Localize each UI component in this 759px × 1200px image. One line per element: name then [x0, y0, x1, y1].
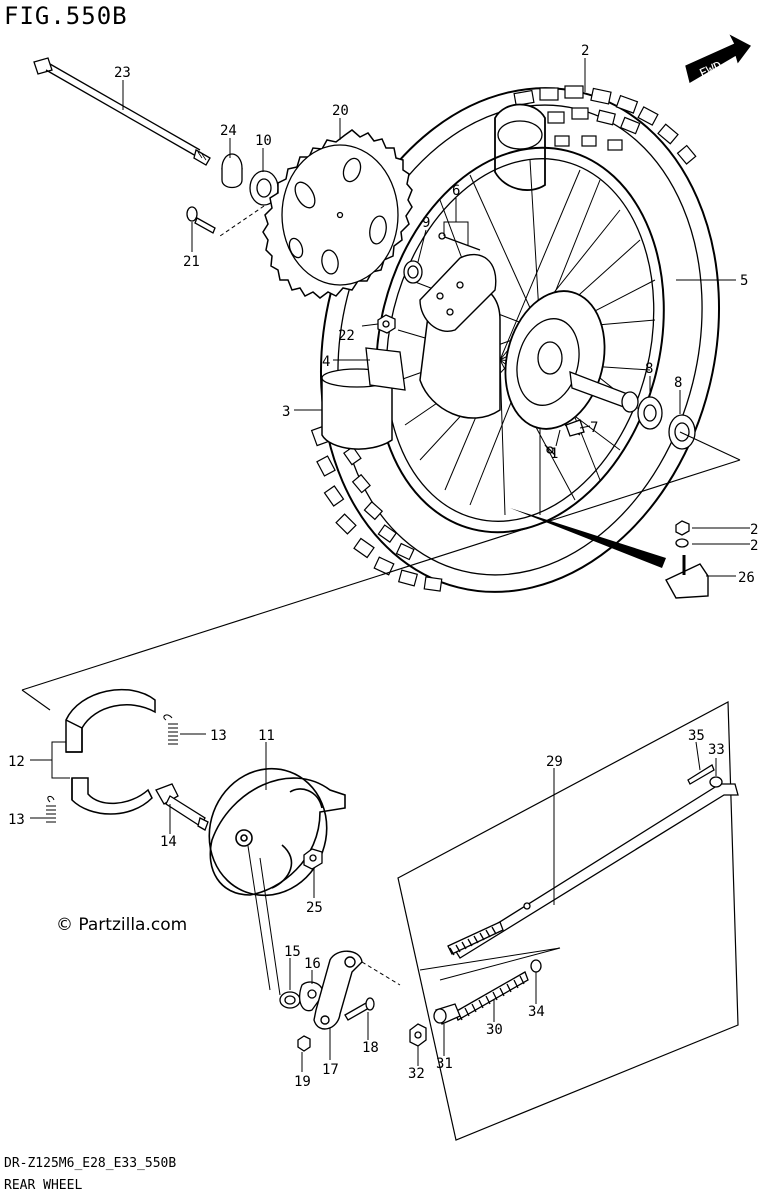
callout-16: 16: [304, 956, 321, 972]
shoe-spring-upper: [163, 714, 178, 745]
callout-27: 27: [750, 522, 759, 538]
sprocket-spacer: [403, 260, 423, 284]
brake-rod-joint: [433, 1003, 461, 1025]
callout-4: 4: [322, 354, 330, 370]
sprocket-mount: [419, 253, 497, 332]
brake-rod-box: [397, 701, 739, 1141]
bearing-right-2: [668, 414, 696, 450]
callout-2: 2: [581, 43, 589, 59]
brake-panel: [208, 767, 346, 897]
adjuster-nut: [675, 520, 690, 536]
callout-10: 10: [255, 133, 272, 149]
brake-leader-lines: [247, 845, 401, 996]
fwd-arrow-icon: FWD: [685, 34, 751, 84]
rear-sprocket: [262, 129, 413, 299]
callout-17: 17: [322, 1062, 339, 1078]
sprocket-nut: [377, 314, 396, 334]
callout-21: 21: [183, 254, 200, 270]
model-code: DR-Z125M6_E28_E33_550B: [4, 1156, 177, 1171]
brake-shoe-upper: [65, 688, 156, 753]
arm-bolt: [344, 997, 375, 1021]
callout-7: 7: [590, 420, 598, 436]
callout-26: 26: [738, 570, 755, 586]
callout-leaders: [30, 58, 750, 1072]
detail-pointer: [510, 508, 666, 568]
callout-12: 12: [8, 754, 25, 770]
figure-title: FIG.550B: [4, 2, 128, 30]
rim-band: [365, 347, 406, 391]
callout-28: 28: [750, 538, 759, 554]
callout-31: 31: [436, 1056, 453, 1072]
axle: [33, 57, 211, 166]
rim-lock: [565, 419, 585, 437]
rod-washer: [709, 776, 723, 788]
wear-indicator: [298, 981, 324, 1012]
arm-nut: [297, 1035, 311, 1052]
callout-6: 6: [452, 183, 460, 199]
callout-33: 33: [708, 742, 725, 758]
callout-13a: 13: [210, 728, 227, 744]
axle-collar: [221, 153, 243, 189]
callout-labels: 2 23 24 10 20 6 9 21 5 22 4 3 8 8 1 7 27…: [8, 43, 759, 1090]
rod-box-leader: [419, 947, 561, 981]
brake-rod-spring: [454, 971, 529, 1021]
callout-11: 11: [258, 728, 275, 744]
callout-29: 29: [546, 754, 563, 770]
callout-18: 18: [362, 1040, 379, 1056]
copyright-text: © Partzilla.com: [56, 915, 188, 935]
callout-23: 23: [114, 65, 131, 81]
callout-30: 30: [486, 1022, 503, 1038]
callout-24: 24: [220, 123, 237, 139]
callout-8b: 8: [674, 375, 682, 391]
bearing-right-1: [637, 396, 663, 430]
callout-20: 20: [332, 103, 349, 119]
callout-15: 15: [284, 944, 301, 960]
brake-shoe-lower: [71, 777, 153, 815]
callout-8a: 8: [645, 361, 653, 377]
cotter-pin: [687, 764, 715, 785]
tire: [310, 85, 721, 593]
panel-nut: [303, 848, 323, 870]
brake-adjust-nut: [409, 1023, 427, 1047]
rim: [375, 146, 665, 534]
sprocket-bolt: [186, 206, 216, 234]
callout-1: 1: [550, 446, 558, 462]
brake-cam: [155, 783, 209, 831]
callout-34: 34: [528, 1004, 545, 1020]
callout-3: 3: [282, 404, 290, 420]
detail-frame-lines: [21, 431, 741, 711]
callout-35: 35: [688, 728, 705, 744]
callout-32: 32: [408, 1066, 425, 1082]
callout-9: 9: [422, 215, 430, 231]
section-name: REAR WHEEL: [4, 1178, 83, 1193]
brake-rod: [447, 783, 739, 959]
callout-14: 14: [160, 834, 177, 850]
callout-22: 22: [338, 328, 355, 344]
callout-25: 25: [306, 900, 323, 916]
spring-washer: [530, 959, 542, 973]
callout-5: 5: [740, 273, 748, 289]
cam-o-ring: [279, 991, 301, 1009]
chain-adjuster: [665, 555, 709, 599]
adjuster-washer: [675, 538, 689, 548]
shoe-spring-lower: [46, 795, 56, 823]
callout-19: 19: [294, 1074, 311, 1090]
callout-13b: 13: [8, 812, 25, 828]
spoke-wire-set: [438, 232, 481, 251]
brake-arm: [313, 950, 363, 1030]
